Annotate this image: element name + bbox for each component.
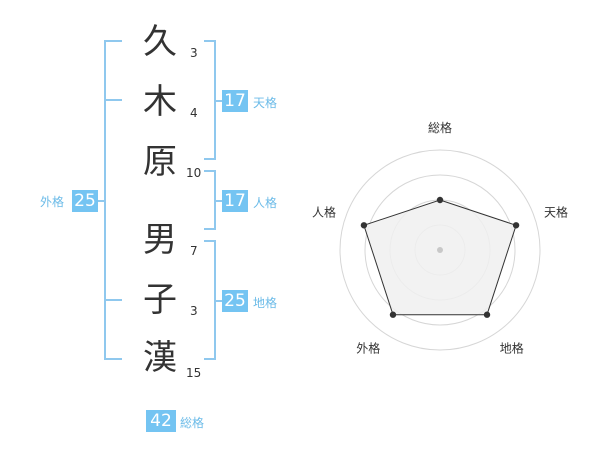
tenkaku-bracket-bottom xyxy=(204,158,216,160)
radar-grid-ring xyxy=(339,149,541,351)
radar-point-2 xyxy=(512,222,520,229)
radar-polygon xyxy=(363,199,517,316)
radar-grid-ring xyxy=(364,174,516,326)
chikaku-bracket-line xyxy=(214,240,216,360)
name-char-4: 男 xyxy=(143,220,177,260)
gaikaku-bracket-mid-1 xyxy=(104,99,122,101)
name-char-2: 木 xyxy=(143,82,177,122)
radar-axis-label-3: 地格 xyxy=(500,341,524,356)
gaikaku-bracket-top xyxy=(104,40,122,42)
radar-axis-label-1: 総格 xyxy=(428,120,452,135)
radar-point-4 xyxy=(389,311,397,318)
gaikaku-value: 25 xyxy=(72,190,98,212)
stroke-count-2: 4 xyxy=(190,106,198,120)
chikaku-value: 25 xyxy=(222,290,248,312)
soukaku-label: 総格 xyxy=(180,416,205,430)
radar-center-dot xyxy=(437,247,443,253)
jinkaku-value: 17 xyxy=(222,190,248,212)
tenkaku-connector xyxy=(216,100,222,102)
jinkaku-connector xyxy=(216,200,222,202)
chikaku-bracket-bottom xyxy=(204,358,216,360)
chikaku-connector xyxy=(216,300,222,302)
gaikaku-bracket-line xyxy=(104,40,106,360)
radar-point-5 xyxy=(360,222,368,229)
tenkaku-bracket-line xyxy=(214,40,216,160)
jinkaku-bracket-top xyxy=(204,170,216,172)
soukaku-value: 42 xyxy=(146,410,176,432)
stroke-count-3: 10 xyxy=(186,166,202,180)
jinkaku-bracket-bottom xyxy=(204,228,216,230)
chikaku-bracket-top xyxy=(204,240,216,242)
stroke-count-1: 3 xyxy=(190,46,198,60)
radar-point-3 xyxy=(483,311,491,318)
gaikaku-bracket-bottom xyxy=(104,358,122,360)
gaikaku-bracket-mid-2 xyxy=(104,299,122,301)
radar-axis-label-2: 天格 xyxy=(544,204,568,219)
chikaku-label: 地格 xyxy=(253,296,278,310)
jinkaku-bracket-line xyxy=(214,170,216,230)
radar-point-1 xyxy=(436,196,444,204)
name-char-3: 原 xyxy=(143,142,177,182)
stroke-count-4: 7 xyxy=(190,244,198,258)
tenkaku-label: 天格 xyxy=(253,96,278,110)
jinkaku-label: 人格 xyxy=(253,196,278,210)
name-char-5: 子 xyxy=(143,280,177,320)
name-char-6: 漢 xyxy=(143,338,177,378)
radar-axis-label-4: 外格 xyxy=(356,341,380,356)
tenkaku-bracket-top xyxy=(204,40,216,42)
radar-axis-label-5: 人格 xyxy=(312,204,336,219)
stroke-count-5: 3 xyxy=(190,304,198,318)
name-char-1: 久 xyxy=(143,22,177,62)
gaikaku-label: 外格 xyxy=(40,195,65,209)
gaikaku-connector xyxy=(98,200,104,202)
stroke-count-6: 15 xyxy=(186,366,202,380)
tenkaku-value: 17 xyxy=(222,90,248,112)
